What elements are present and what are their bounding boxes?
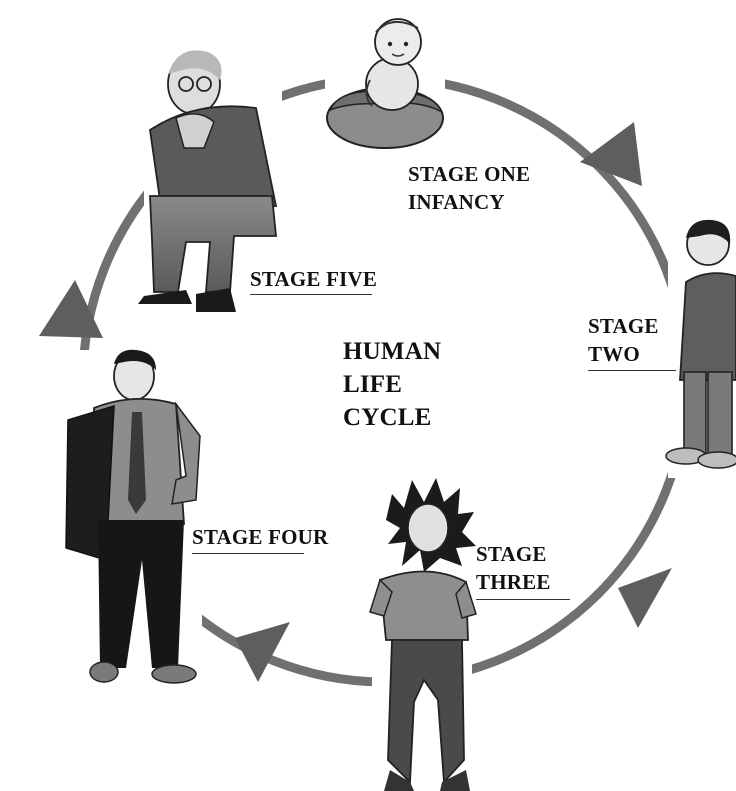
stage-two-label: STAGE TWO	[588, 312, 659, 368]
stage-label-line: STAGE	[588, 314, 659, 338]
teenager-figure	[369, 478, 477, 791]
diagram-title: HUMAN LIFE CYCLE	[343, 335, 441, 434]
elderly-man-figure	[138, 50, 278, 312]
stage-label-line: STAGE	[476, 542, 547, 566]
adult-man-figure	[65, 349, 201, 684]
diagram-title-line: LIFE	[343, 371, 403, 398]
stage-label-line: TWO	[588, 342, 640, 366]
stage-five-label: STAGE FIVE	[250, 265, 377, 293]
diagram-title-line: CYCLE	[343, 404, 432, 431]
stage-label-line: STAGE ONE	[408, 162, 531, 186]
diagram-title-line: HUMAN	[343, 338, 442, 365]
stage-one-label: STAGE ONE INFANCY	[408, 160, 530, 216]
stage-label-line: THREE	[476, 570, 551, 594]
stage-three-label: STAGE THREE	[476, 540, 551, 596]
stage-two-underline	[588, 370, 676, 371]
arrowhead-icon	[235, 622, 290, 682]
arrowhead-icon	[39, 280, 103, 338]
baby-figure	[326, 18, 444, 149]
arrowhead-icon	[580, 122, 642, 186]
stage-three-underline	[476, 599, 570, 600]
stage-four-label: STAGE FOUR	[192, 523, 328, 551]
child-figure	[665, 219, 736, 469]
stage-four-underline	[192, 553, 304, 554]
arrowhead-icon	[618, 568, 672, 628]
stage-label-line: STAGE FOUR	[192, 525, 329, 549]
arrowhead-icon	[39, 122, 672, 682]
stage-five-underline	[250, 294, 372, 295]
stage-label-line: INFANCY	[408, 190, 505, 214]
stage-label-line: STAGE FIVE	[250, 267, 378, 291]
